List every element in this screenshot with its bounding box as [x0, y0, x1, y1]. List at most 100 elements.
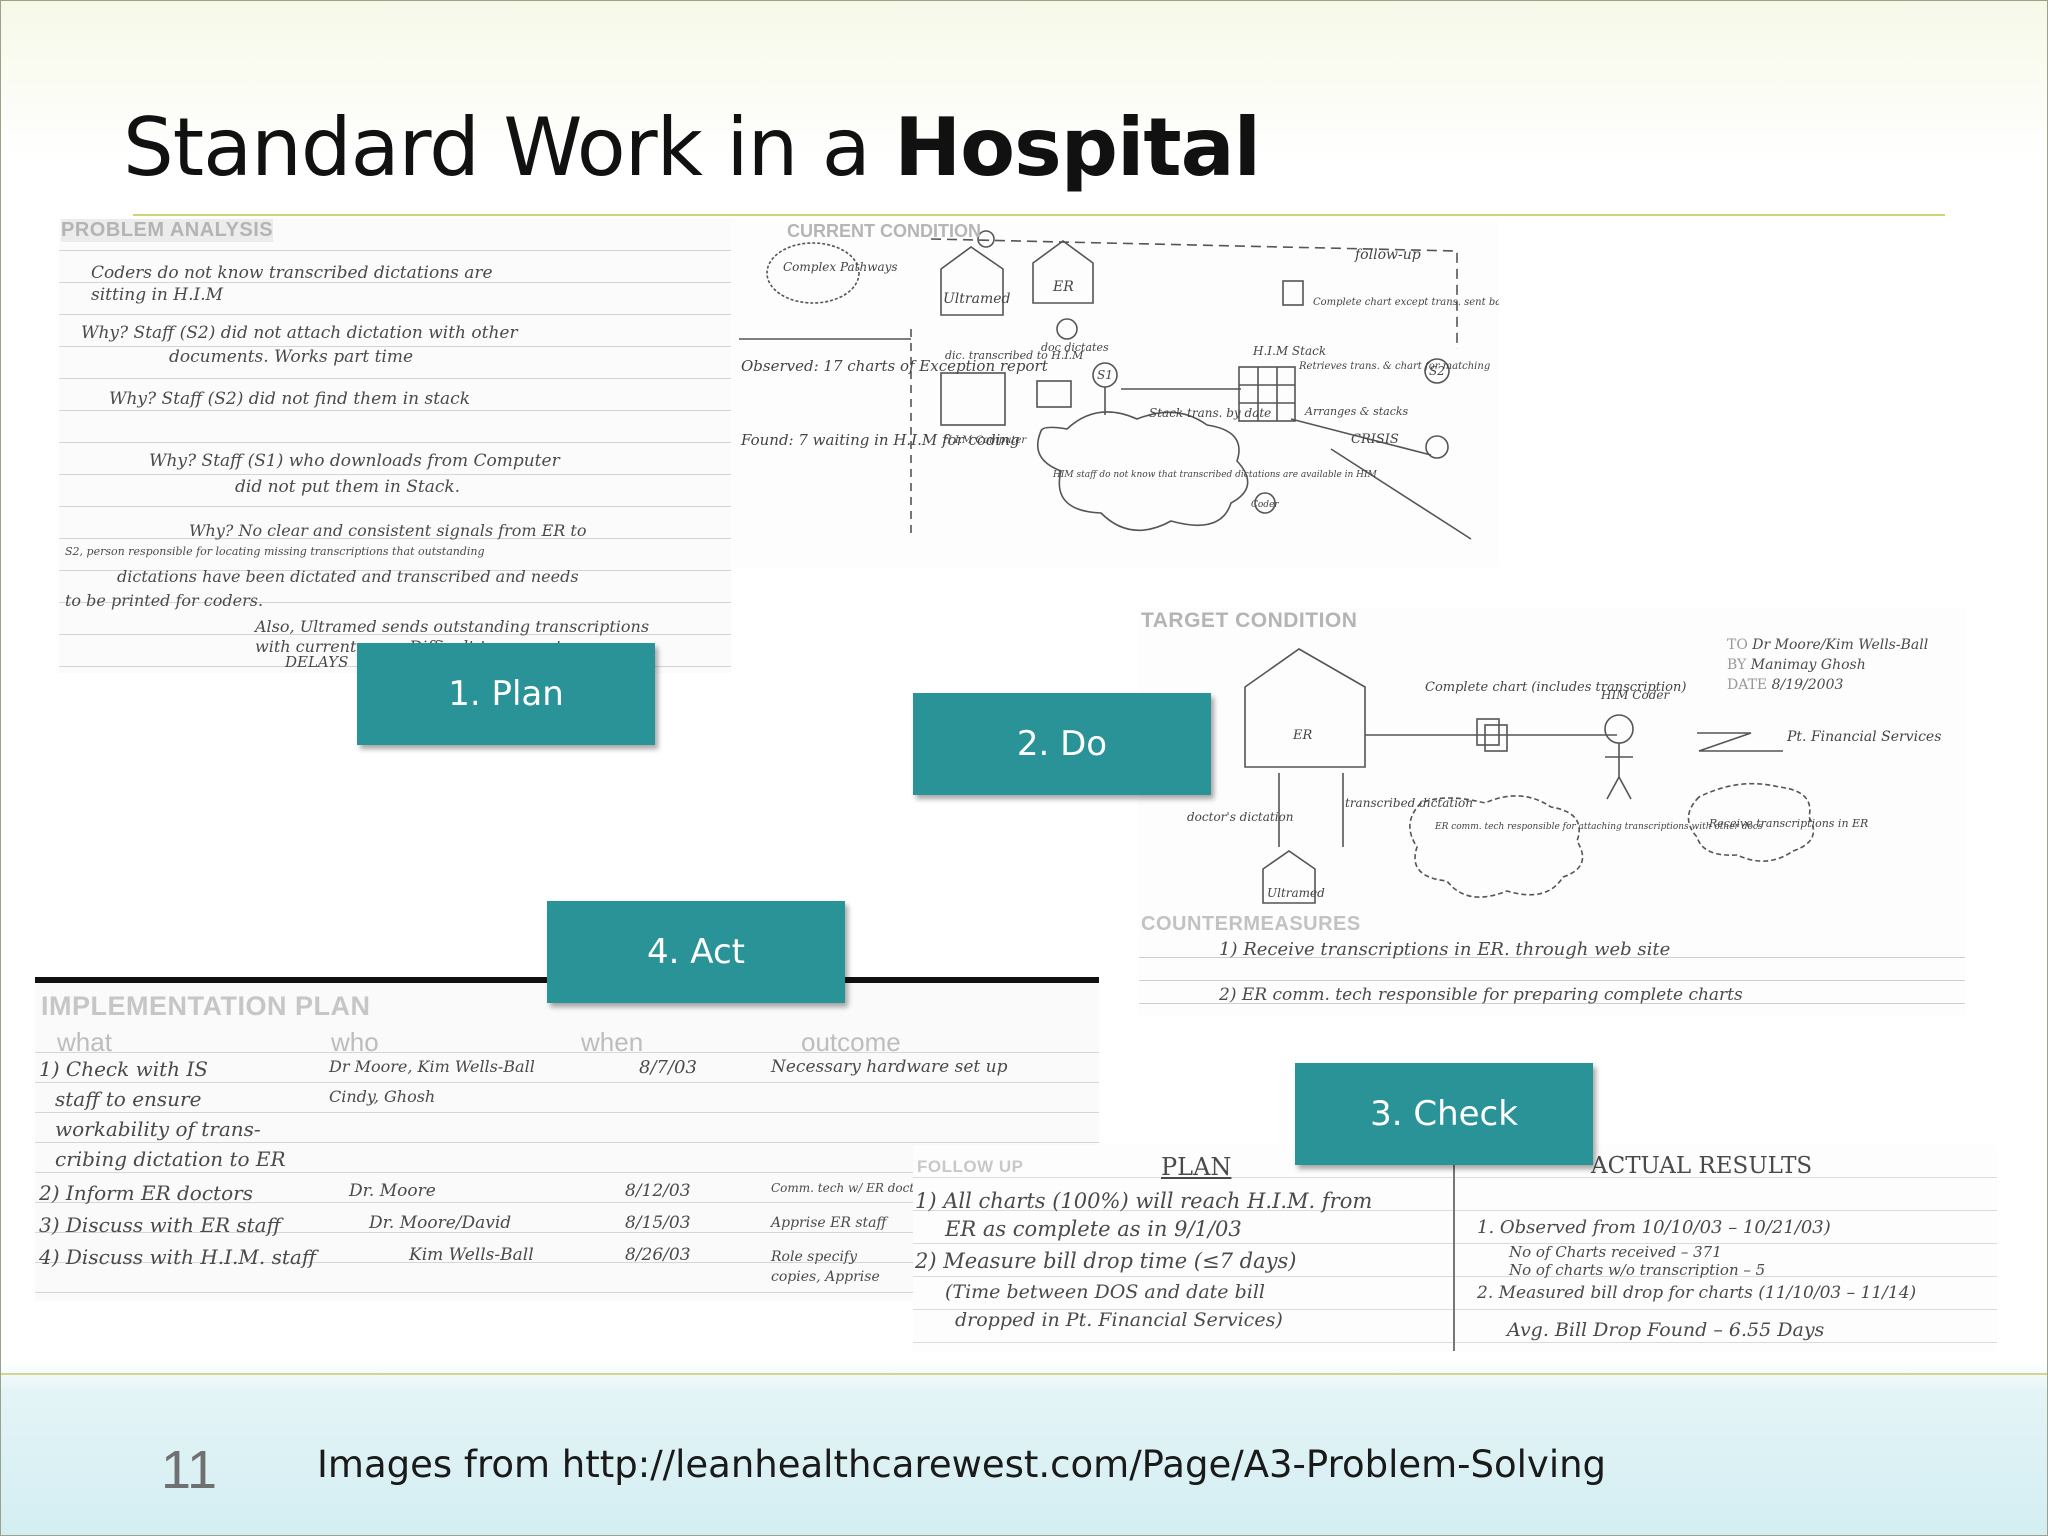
title-rule — [133, 214, 1945, 216]
tc-date-row: DATE 8/19/2003 — [1727, 675, 1928, 695]
ip-when: 8/12/03 — [625, 1181, 691, 1201]
fu-result-line: No of Charts received – 371 — [1509, 1243, 1722, 1261]
fu-plan-line: dropped in Pt. Financial Services) — [955, 1309, 1283, 1331]
pa-line: sitting in H.I.M — [91, 285, 224, 305]
ip-when: 8/15/03 — [625, 1213, 691, 1233]
step-plan-box: 1. Plan — [357, 643, 655, 745]
tc-meta: TO Dr Moore/Kim Wells-Ball BY Manimay Gh… — [1727, 635, 1928, 695]
cc-arranges: Arranges & stacks — [1304, 405, 1409, 418]
fu-plan-line: 1) All charts (100%) will reach H.I.M. f… — [915, 1189, 1373, 1213]
slide-number: 11 — [161, 1440, 218, 1500]
pa-line: DELAYS — [285, 653, 349, 671]
fu-divider — [1453, 1145, 1455, 1351]
pa-line: Also, Ultramed sends outstanding transcr… — [255, 617, 650, 636]
cc-crisis: CRISIS — [1351, 432, 1399, 447]
cc-him-staff-note: HIM staff do not know that transcribed d… — [1052, 470, 1378, 480]
cc-s2: S2 — [1429, 364, 1445, 378]
fu-result-line: Avg. Bill Drop Found – 6.55 Days — [1507, 1319, 1825, 1341]
step-act-box: 4. Act — [547, 901, 845, 1003]
cc-complex: Complex Pathways — [783, 260, 898, 274]
pa-line: to be printed for coders. — [65, 591, 264, 610]
ip-what: cribing dictation to ER — [55, 1147, 286, 1171]
cc-found: Found: 7 waiting in H.I.M for coding — [740, 431, 1020, 449]
tc-date-value: 8/19/2003 — [1771, 677, 1844, 693]
pa-line: S2, person responsible for locating miss… — [65, 545, 485, 558]
tc-transcribed-dictation: transcribed dictation — [1345, 796, 1473, 810]
pa-line: Why? Staff (S2) did not find them in sta… — [109, 389, 471, 409]
implementation-plan-image: IMPLEMENTATION PLAN what who when outcom… — [35, 977, 1099, 1301]
pa-line: documents. Works part time — [169, 347, 414, 367]
fu-plan-line: 2) Measure bill drop time (≤7 days) — [915, 1249, 1297, 1273]
ip-what: staff to ensure — [55, 1087, 202, 1111]
pa-line: Why? Staff (S1) who downloads from Compu… — [149, 451, 560, 471]
pa-line: dictations have been dictated and transc… — [117, 567, 579, 586]
fu-plan-line: ER as complete as in 9/1/03 — [945, 1217, 1242, 1241]
countermeasure-item: 1) Receive transcriptions in ER. through… — [1219, 939, 1671, 960]
tc-complete-chart: Complete chart (includes transcription) — [1425, 680, 1686, 695]
ip-who: Dr. Moore — [349, 1181, 436, 1201]
tc-by-row: BY Manimay Ghosh — [1727, 655, 1928, 675]
cc-observed: Observed: 17 charts of Exception report — [741, 357, 1049, 375]
tc-ultramed: Ultramed — [1267, 886, 1325, 900]
step-check-box: 3. Check — [1295, 1063, 1593, 1165]
step-do-box: 2. Do — [913, 693, 1211, 795]
cc-er: ER — [1052, 279, 1074, 295]
fu-result-line: 1. Observed from 10/10/03 – 10/21/03) — [1477, 1217, 1831, 1238]
ip-what: workability of trans- — [55, 1117, 261, 1141]
title-prefix: Standard Work in a — [123, 101, 895, 194]
tc-receive: Receive transcriptions in ER — [1708, 817, 1868, 830]
cc-him-computer: H.I.M Computer — [942, 435, 1027, 446]
cc-follow-up: follow-up — [1354, 247, 1421, 263]
footer-rule — [1, 1373, 2047, 1375]
countermeasure-item: 2) ER comm. tech responsible for prepari… — [1219, 985, 1743, 1005]
slide-title: Standard Work in a Hospital — [123, 101, 1261, 194]
fu-rules — [913, 1145, 1997, 1351]
ip-when: 8/26/03 — [625, 1245, 691, 1265]
title-bold: Hospital — [894, 101, 1261, 194]
fu-heading: FOLLOW UP — [917, 1157, 1024, 1176]
ip-outcome: Necessary hardware set up — [771, 1057, 1008, 1077]
ip-what: 1) Check with IS — [39, 1057, 208, 1081]
ip-heading: IMPLEMENTATION PLAN — [41, 991, 371, 1021]
fu-plan-line: (Time between DOS and date bill — [945, 1281, 1265, 1303]
cc-ultramed: Ultramed — [943, 291, 1011, 307]
target-condition-diagram: ER Ultramed Complete chart (includes tra… — [1187, 648, 1941, 904]
cc-complete-chart: Complete chart except trans. sent back f… — [1313, 297, 1499, 308]
ip-col-what: what — [57, 1027, 112, 1057]
pa-line: Why? Staff (S2) did not attach dictation… — [81, 323, 518, 343]
target-condition-image: TARGET CONDITION ER Ult — [1139, 607, 1965, 1017]
tc-by-label: BY — [1727, 657, 1747, 673]
ip-who: Cindy, Ghosh — [329, 1087, 436, 1106]
cc-him-stack: H.I.M Stack — [1252, 344, 1326, 358]
tc-pt-financial: Pt. Financial Services — [1786, 729, 1941, 745]
current-condition-image: CURRENT CONDITION Complex Pathways follo… — [731, 219, 1499, 567]
problem-analysis-heading: PROBLEM ANALYSIS — [61, 219, 274, 242]
ip-who: Dr. Moore/David — [369, 1213, 512, 1233]
ip-who: Dr Moore, Kim Wells-Ball — [329, 1057, 535, 1076]
fu-result-line: No of charts w/o transcription – 5 — [1509, 1261, 1766, 1279]
ip-outcome: Role specify copies, Apprise — [771, 1249, 880, 1285]
target-condition-heading: TARGET CONDITION — [1141, 609, 1358, 632]
tc-to-row: TO Dr Moore/Kim Wells-Ball — [1727, 635, 1928, 655]
tc-er-comm: ER comm. tech responsible for attaching … — [1434, 822, 1763, 832]
tc-to-label: TO — [1727, 637, 1748, 653]
countermeasures-rules — [1139, 935, 1965, 1017]
fu-results-heading: ACTUAL RESULTS — [1591, 1153, 1813, 1179]
cc-s1: S1 — [1097, 368, 1113, 382]
tc-by-value: Manimay Ghosh — [1750, 657, 1866, 673]
pa-line: Why? No clear and consistent signals fro… — [189, 521, 587, 540]
ip-outcome: Comm. tech w/ ER doctor — [771, 1181, 928, 1195]
problem-analysis-image: PROBLEM ANALYSIS Coders do not know tran… — [59, 219, 731, 673]
ip-outcome: Apprise ER staff — [771, 1215, 887, 1231]
tc-to-value: Dr Moore/Kim Wells-Ball — [1752, 637, 1929, 653]
fu-plan-heading: PLAN — [1161, 1153, 1232, 1181]
ip-what: 4) Discuss with H.I.M. staff — [39, 1245, 316, 1269]
pa-line: Coders do not know transcribed dictation… — [91, 263, 493, 283]
ip-what: 3) Discuss with ER staff — [39, 1213, 281, 1237]
source-credit: Images from http://leanhealthcarewest.co… — [317, 1443, 1607, 1486]
cc-stack-trans: Stack trans. by date — [1149, 406, 1271, 420]
pa-line: did not put them in Stack. — [235, 477, 461, 497]
follow-up-image: FOLLOW UP PLAN ACTUAL RESULTS 1) All cha… — [913, 1145, 1997, 1351]
countermeasures-heading: COUNTERMEASURES — [1141, 913, 1361, 935]
